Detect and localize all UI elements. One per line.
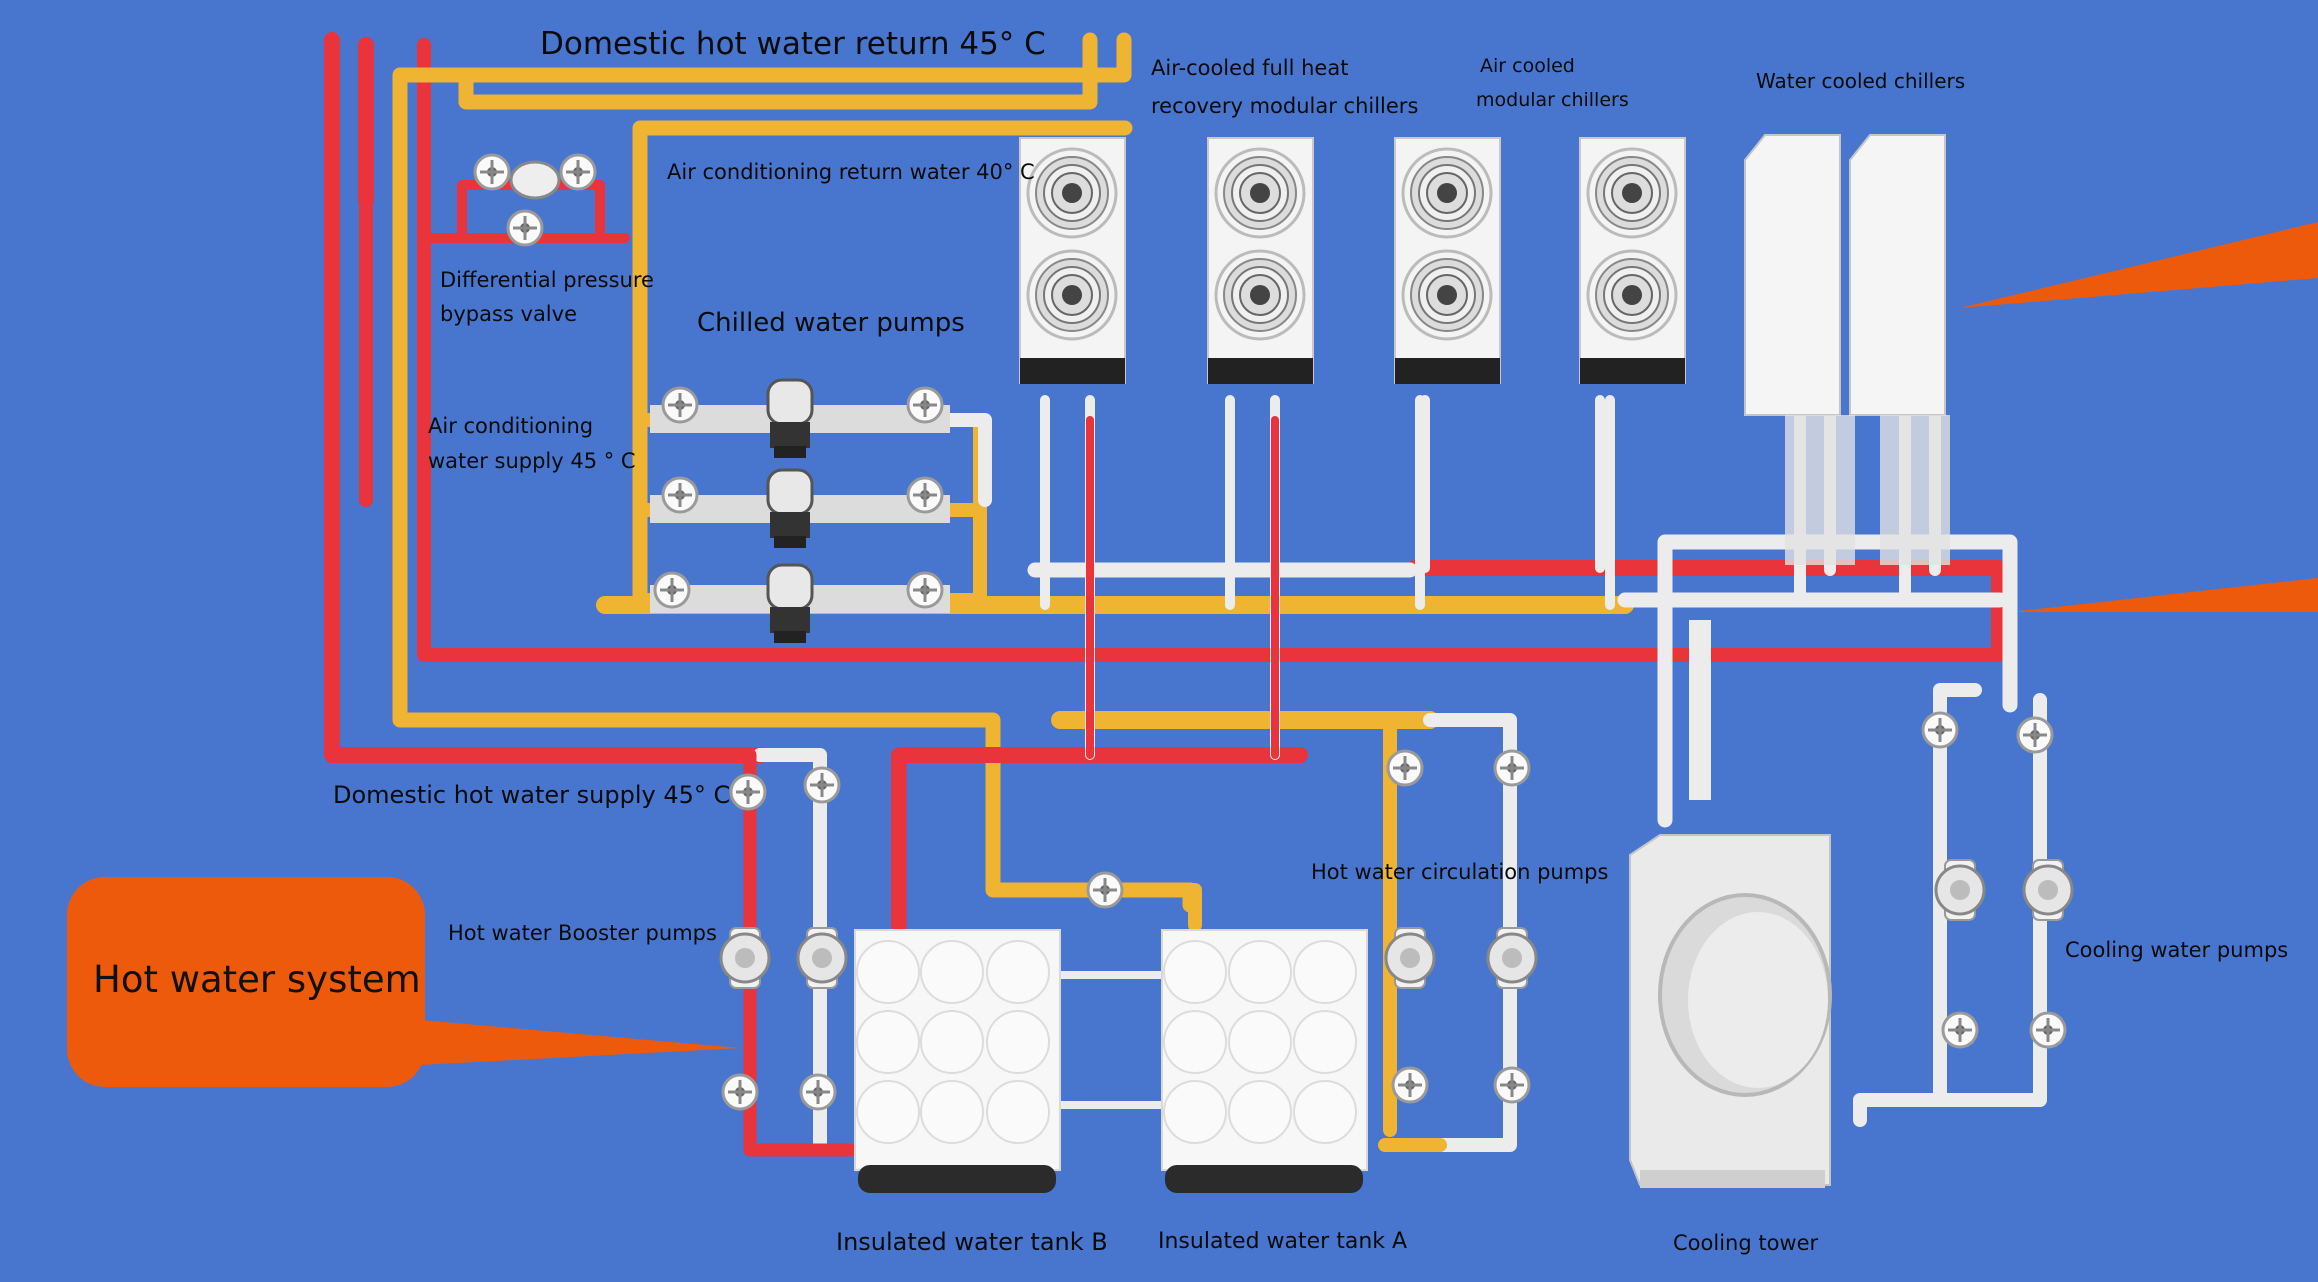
label-dhw-return: Domestic hot water return 45° C	[540, 26, 1046, 62]
chiller-white-main	[1027, 534, 2018, 828]
label-water-cooled: Water cooled chillers	[1756, 69, 1966, 93]
tank-a-yellow-out	[1378, 713, 1447, 1152]
tank-links	[1056, 971, 1169, 1109]
booster-pumps	[719, 766, 848, 1111]
cooling-tower-unit	[1629, 620, 1832, 1188]
label-ac-return: Air conditioning return water 40° C	[667, 160, 1035, 184]
label-dhw-supply: Domestic hot water supply 45° C	[333, 781, 731, 809]
label-dp-bypass-1: Differential pressure	[440, 268, 654, 292]
modular-chillers	[1019, 137, 1686, 384]
label-air-cooled-fhr-2: recovery modular chillers	[1151, 94, 1419, 118]
label-booster-pumps: Hot water Booster pumps	[448, 921, 717, 945]
label-tank-b: Insulated water tank B	[836, 1228, 1108, 1256]
label-tank-a: Insulated water tank A	[1158, 1229, 1408, 1254]
label-dp-bypass-2: bypass valve	[440, 302, 577, 326]
label-air-cooled-fhr-1: Air-cooled full heat	[1151, 56, 1349, 80]
tank-a-feed	[986, 883, 1202, 932]
cooling-white	[1853, 683, 2047, 1127]
ac-supply-pipe	[632, 120, 1133, 613]
label-cooling-tower: Cooling tower	[1673, 1231, 1819, 1255]
label-cooling-pumps: Cooling water pumps	[2065, 938, 2289, 962]
bypass-valves	[473, 153, 597, 247]
insulated-tank-a	[1161, 929, 1368, 1193]
chiller-callout-pointer-bottom	[2010, 578, 2318, 612]
hot-water-system-title: Hot water system	[93, 958, 421, 1001]
label-ac-supply-1: Air conditioning	[428, 414, 594, 438]
ac-return-main	[596, 596, 1634, 729]
label-air-cooled-1: Air cooled	[1480, 55, 1575, 77]
chilled-water-pumps	[650, 378, 950, 645]
label-circulation-pumps: Hot water circulation pumps	[1311, 860, 1609, 884]
label-air-cooled-2: modular chillers	[1476, 89, 1629, 111]
label-ac-supply-2: water supply 45 ° C	[428, 449, 636, 473]
hot-water-callout	[67, 877, 740, 1087]
insulated-tank-b	[854, 929, 1061, 1193]
chiller-red-risers	[1086, 416, 1279, 759]
dhw-return-red	[359, 38, 2005, 662]
label-chilled-pumps: Chilled water pumps	[697, 308, 965, 338]
chiller-callout-pointer-top	[1960, 222, 2318, 308]
booster-white	[753, 748, 827, 1152]
water-cooled-chillers	[1744, 134, 1950, 565]
